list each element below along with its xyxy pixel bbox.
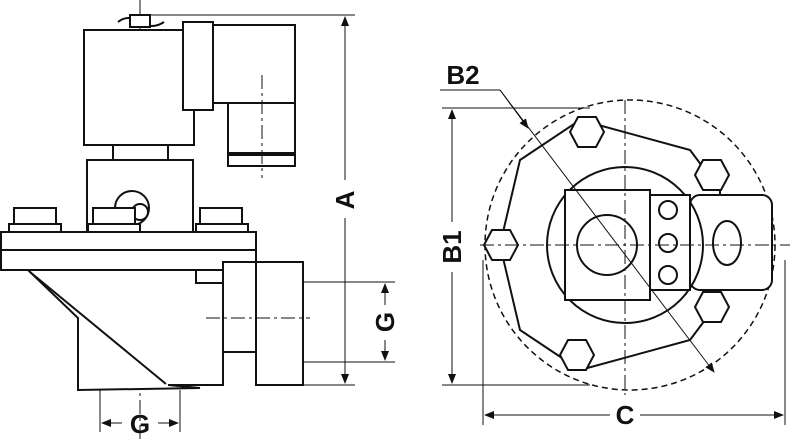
body-edge bbox=[29, 271, 167, 385]
pilot-hole bbox=[658, 233, 678, 253]
connector-body bbox=[212, 24, 296, 104]
dim-b2-arrow bbox=[499, 89, 529, 129]
connector-hole bbox=[712, 220, 742, 266]
dim-b2-line bbox=[499, 89, 715, 373]
outlet-neck bbox=[222, 261, 257, 353]
connector-plate bbox=[182, 21, 214, 111]
dim-label-b2: B2 bbox=[446, 60, 479, 90]
dim-label-c: C bbox=[616, 400, 635, 430]
side-view: A G G bbox=[0, 0, 400, 440]
dim-label-b1: B1 bbox=[437, 230, 467, 263]
dim-label-a: A bbox=[330, 190, 360, 209]
dim-label-g-outlet: G bbox=[370, 312, 400, 332]
pilot-hole bbox=[658, 200, 678, 220]
flange-bolts bbox=[8, 207, 249, 233]
dim-label-g-inlet: G bbox=[130, 409, 150, 439]
solenoid-coil bbox=[83, 29, 195, 146]
pilot-hole bbox=[658, 265, 678, 285]
valve-body bbox=[25, 269, 224, 392]
outlet-port bbox=[255, 261, 304, 386]
top-view: B2 B1 C bbox=[437, 60, 790, 430]
armature-neck bbox=[112, 144, 169, 161]
coil-nut bbox=[129, 14, 151, 28]
